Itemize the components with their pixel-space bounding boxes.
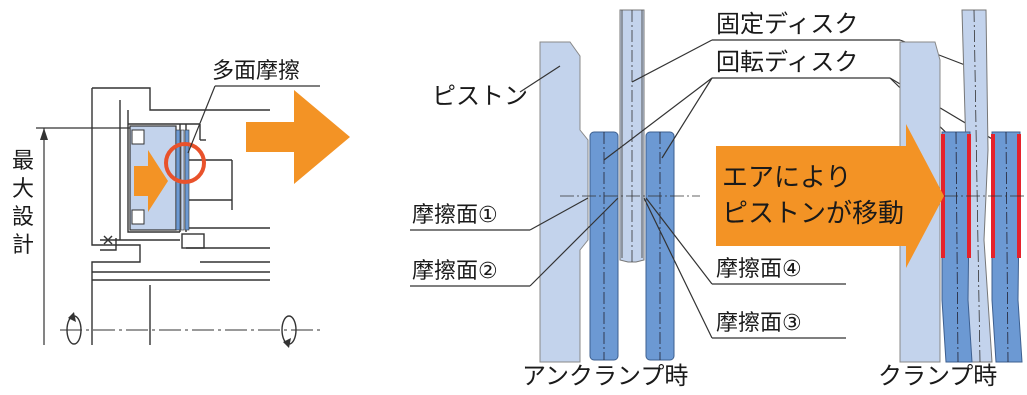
label-max-design-3: 設 <box>12 205 34 230</box>
label-air-line1: エアにより <box>722 163 851 193</box>
unclamp-rotating-disc-2 <box>645 131 675 361</box>
label-air-line2: ピストンが移動 <box>722 199 904 229</box>
friction-highlight-circle <box>164 142 206 184</box>
label-multi-friction: 多面摩擦 <box>212 59 300 84</box>
max-design-dimension <box>36 127 130 345</box>
caption-unclamp: アンクランプ時 <box>522 362 688 390</box>
label-friction-3: 摩擦面③ <box>716 311 802 336</box>
label-friction-1: 摩擦面① <box>412 203 498 228</box>
label-max-design-4: 計 <box>12 233 34 258</box>
rotation-symbol-right <box>281 315 297 348</box>
label-friction-2: 摩擦面② <box>412 259 498 284</box>
air-piston-arrow <box>716 124 944 268</box>
unclamp-piston <box>539 41 589 363</box>
label-fixed-disc: 固定ディスク <box>716 10 858 38</box>
label-piston: ピストン <box>432 82 528 110</box>
label-rotating-disc: 回転ディスク <box>716 48 858 76</box>
unclamp-rotating-disc-1 <box>589 131 619 361</box>
rotation-symbol-left <box>66 312 82 345</box>
label-max-design-1: 最 <box>12 149 34 174</box>
label-max-design-2: 大 <box>12 177 34 202</box>
label-friction-4: 摩擦面④ <box>716 257 802 282</box>
small-air-arrow <box>134 150 168 212</box>
assembly-section <box>91 87 270 345</box>
caption-clamp: クランプ時 <box>878 362 997 390</box>
large-orange-arrow <box>246 90 350 184</box>
